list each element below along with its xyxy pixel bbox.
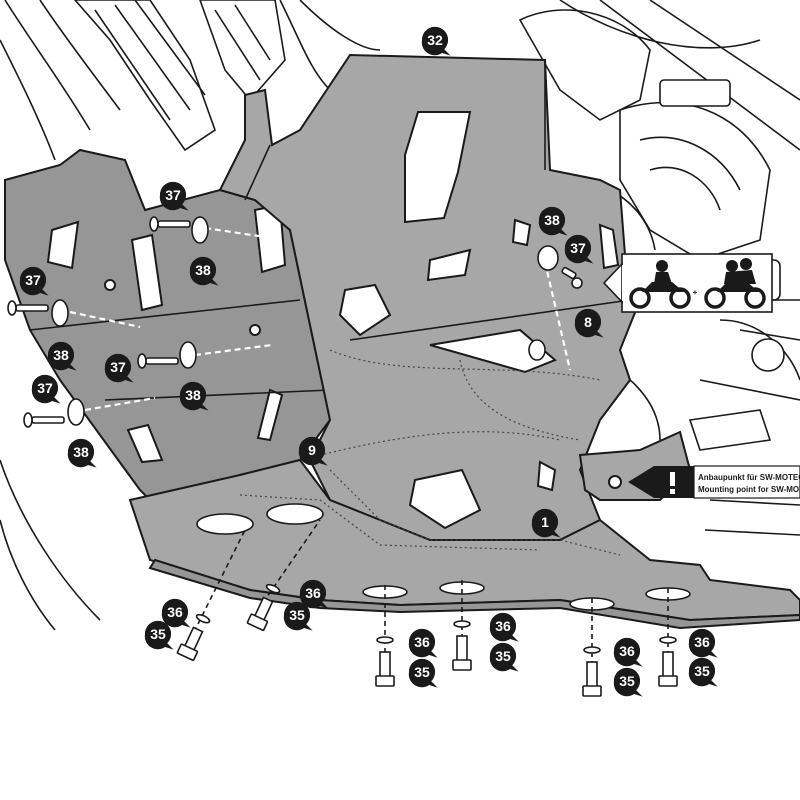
bolt-35-e — [582, 646, 602, 697]
callout-label: 35 — [150, 626, 166, 642]
callout-c35b: 35 — [283, 601, 313, 631]
callout-c37b: 37 — [19, 266, 49, 296]
callout-c36b: 36 — [299, 579, 329, 609]
callout-label: 32 — [427, 32, 443, 48]
callout-c37d: 37 — [31, 374, 61, 404]
callout-label: 35 — [495, 648, 511, 664]
callout-label: 37 — [570, 240, 586, 256]
callout-c38a: 38 — [189, 256, 219, 286]
callout-c35c: 35 — [408, 658, 438, 688]
callout-label: 37 — [25, 272, 41, 288]
assembly-arrows — [69, 226, 669, 670]
center-skid-plate — [218, 53, 642, 541]
motorcycle-passenger-icon — [704, 258, 766, 309]
badge-plus: + — [693, 288, 698, 297]
callout-c37a: 37 — [159, 181, 189, 211]
callout-label: 38 — [73, 444, 89, 460]
callout-c36f: 36 — [688, 628, 718, 658]
callout-c1: 1 — [531, 508, 561, 538]
callout-c35f: 35 — [688, 657, 718, 687]
callout-c8: 8 — [574, 308, 604, 338]
callout-c38c: 38 — [179, 381, 209, 411]
callout-label: 35 — [414, 664, 430, 680]
bolt-37-b — [7, 299, 69, 327]
callout-label: 37 — [165, 187, 181, 203]
callout-c32: 32 — [421, 26, 451, 56]
bolt-35-b — [246, 583, 281, 632]
callout-c38e: 38 — [538, 206, 568, 236]
front-lower-plate — [128, 458, 800, 630]
callout-c35e: 35 — [613, 667, 643, 697]
callout-label: 37 — [110, 359, 126, 375]
exclamation-icon — [670, 472, 675, 494]
callout-label: 8 — [584, 314, 592, 330]
side-bolts — [7, 216, 583, 428]
bolt-35-a — [176, 613, 211, 662]
callout-c37c: 37 — [104, 353, 134, 383]
callout-label: 38 — [544, 212, 560, 228]
callout-label: 1 — [541, 514, 549, 530]
bolt-37-d — [23, 398, 85, 428]
callout-label: 36 — [619, 643, 635, 659]
callout-label: 38 — [53, 347, 69, 363]
callout-label: 36 — [495, 618, 511, 634]
callout-c36d: 36 — [489, 612, 519, 642]
callout-c35d: 35 — [489, 642, 519, 672]
mounting-point-note: Anbaupunkt für SW-MOTECH Mounting point … — [628, 465, 800, 499]
callout-label: 35 — [694, 663, 710, 679]
callout-label: 35 — [289, 607, 305, 623]
callout-c38b: 38 — [47, 341, 77, 371]
callout-label: 36 — [414, 634, 430, 650]
bolt-35-d — [452, 620, 472, 671]
bottom-bolts — [176, 583, 678, 697]
callout-label: 36 — [694, 634, 710, 650]
callout-label: 35 — [619, 673, 635, 689]
callout-c35a: 35 — [144, 620, 174, 650]
motorcycle-background-art — [0, 0, 800, 631]
note-line-en: Mounting point for SW-MOTE — [698, 485, 800, 494]
callout-c36e: 36 — [613, 637, 643, 667]
bolt-37-a — [149, 216, 209, 244]
motorcycle-rider-icon — [629, 260, 691, 309]
callout-label: 38 — [185, 387, 201, 403]
callout-label: 37 — [37, 380, 53, 396]
part-callouts: 3237383738373837383837891363536353635363… — [19, 26, 718, 697]
bolt-35-c — [375, 636, 395, 687]
callout-c37e: 37 — [564, 234, 594, 264]
bolt-35-f — [658, 636, 678, 687]
callout-label: 36 — [167, 604, 183, 620]
note-line-de: Anbaupunkt für SW-MOTECH — [698, 473, 800, 482]
callout-c36a: 36 — [161, 598, 191, 628]
callout-c38d: 38 — [67, 438, 97, 468]
callout-label: 9 — [308, 442, 316, 458]
callout-c36c: 36 — [408, 628, 438, 658]
bolt-37-e — [537, 245, 583, 289]
rider-passenger-badge: + — [602, 253, 773, 313]
callout-label: 38 — [195, 262, 211, 278]
callout-c9: 9 — [298, 436, 328, 466]
callout-label: 36 — [305, 585, 321, 601]
bolt-37-c — [137, 341, 197, 369]
